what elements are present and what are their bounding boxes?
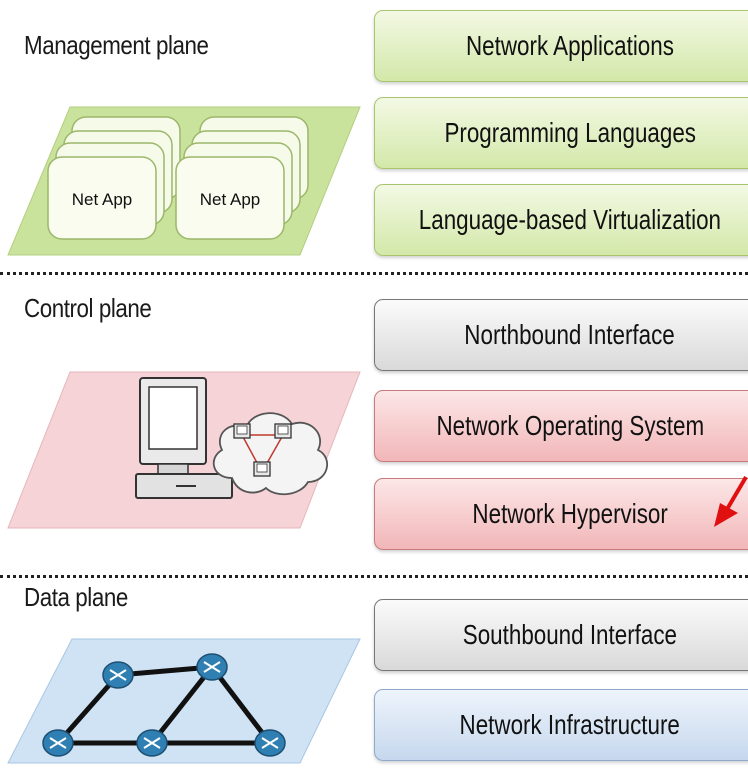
router-icon [102, 661, 134, 689]
net-app-label-right: Net App [200, 190, 261, 209]
router-icon [254, 729, 286, 757]
layer-southbound-interface: Southbound Interface [374, 599, 748, 671]
divider-control-data [0, 575, 748, 578]
data-plane-title: Data plane [24, 582, 128, 612]
management-plane-title: Management plane [24, 30, 209, 60]
router-icon [196, 653, 228, 681]
divider-management-control [0, 272, 748, 275]
control-plane-illustration [7, 371, 361, 529]
control-plane-title: Control plane [24, 293, 152, 323]
management-plane-illustration: Net App Net App [7, 106, 361, 256]
layer-programming-languages: Programming Languages [374, 97, 748, 169]
router-icon [42, 729, 74, 757]
layer-northbound-interface: Northbound Interface [374, 299, 748, 371]
layer-network-operating-system: Network Operating System [374, 390, 748, 462]
net-app-stack-left [47, 116, 181, 240]
layer-network-hypervisor: Network Hypervisor [374, 478, 748, 550]
router-icon [136, 729, 168, 757]
computer-icon [135, 377, 233, 499]
net-app-stack-right [175, 116, 309, 240]
cloud-network-icon [212, 412, 329, 496]
net-app-label-left: Net App [72, 190, 133, 209]
layer-network-applications: Network Applications [374, 10, 748, 82]
layer-network-infrastructure: Network Infrastructure [374, 689, 748, 761]
red-arrow-icon [714, 475, 748, 527]
layer-language-based-virtualization: Language-based Virtualization [374, 184, 748, 256]
data-plane-illustration [7, 638, 361, 764]
